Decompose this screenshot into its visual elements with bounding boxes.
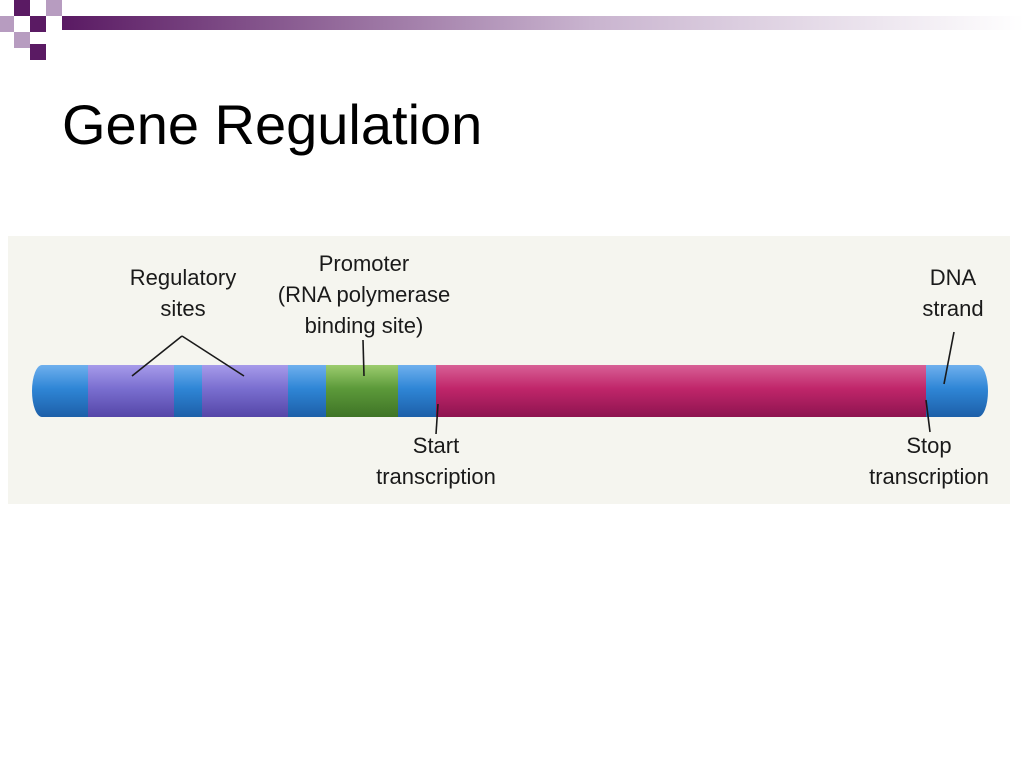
dna-segment-blue — [174, 365, 202, 417]
dna-strand-label-line: strand — [922, 296, 984, 321]
start-pointer-line — [435, 403, 439, 435]
regulatory-site-2 — [202, 365, 288, 417]
promoter-label-line: binding site) — [304, 313, 424, 338]
decoration-square — [0, 16, 14, 32]
dna-strand-label-line: DNA — [929, 265, 977, 290]
gene-diagram-figure: Regulatory sites Promoter (RNA polymeras… — [8, 236, 1010, 504]
promoter-label-line: (RNA polymerase — [277, 282, 451, 307]
decoration-square — [14, 0, 30, 16]
start-transcription-label: Start transcription — [362, 430, 510, 492]
start-transcription-label-line: Start — [412, 433, 460, 458]
start-transcription-label-line: transcription — [376, 464, 496, 489]
dna-strand-label: DNA strand — [910, 262, 996, 324]
slide-title: Gene Regulation — [62, 93, 483, 156]
promoter-label: Promoter (RNA polymerase binding site) — [252, 248, 476, 341]
stop-pointer-line — [925, 399, 931, 433]
decoration-square — [30, 44, 46, 60]
title-decoration — [0, 0, 1024, 60]
dna-strand-diagram — [32, 331, 988, 435]
regulatory-site-1 — [88, 365, 174, 417]
decoration-square — [14, 32, 30, 48]
promoter-segment — [326, 365, 398, 417]
regulatory-sites-label-line: sites — [160, 296, 206, 321]
stop-transcription-label-line: transcription — [869, 464, 989, 489]
dna-strand-right-end — [968, 365, 988, 417]
promoter-label-line: Promoter — [318, 251, 410, 276]
dna-segment-blue — [42, 365, 88, 417]
promoter-pointer-line — [362, 339, 365, 377]
regulatory-pointer-line — [181, 335, 245, 377]
decoration-gradient-bar — [62, 16, 1024, 30]
decoration-square — [30, 16, 46, 32]
dna-strand-pointer-line — [943, 331, 955, 385]
regulatory-sites-label: Regulatory sites — [116, 262, 250, 324]
transcribed-region — [436, 365, 926, 417]
regulatory-pointer-line — [131, 335, 183, 377]
stop-transcription-label-line: Stop — [906, 433, 952, 458]
decoration-square — [46, 0, 62, 16]
dna-segment-blue — [288, 365, 326, 417]
dna-segment-blue — [398, 365, 436, 417]
regulatory-sites-label-line: Regulatory — [129, 265, 237, 290]
stop-transcription-label: Stop transcription — [854, 430, 1004, 492]
